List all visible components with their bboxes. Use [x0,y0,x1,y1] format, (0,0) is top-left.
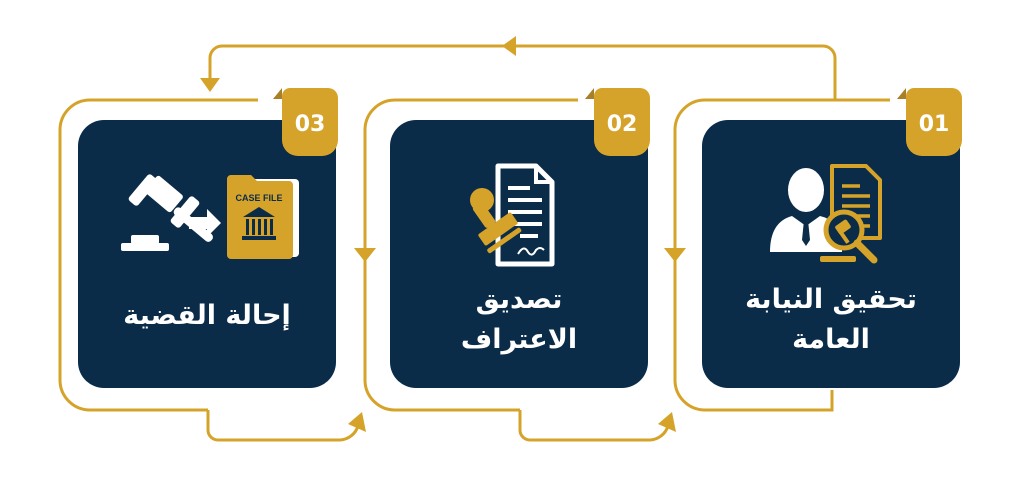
step-title-line: العامة [792,324,870,355]
case-file-label: CASE FILE [235,193,282,203]
step-title-line: إحالة القضية [123,300,291,331]
step-number-badge: 03 [273,88,338,156]
step-title: إحالة القضية [88,296,326,336]
step-title: تصديق الاعتراف [400,280,638,360]
gavel-to-case-file-icon: CASE FILE [78,160,336,270]
prosecutor-investigation-icon [702,160,960,270]
step-number-badge: 02 [585,88,650,156]
step-card-1: 01 [702,88,962,388]
step-card-3: 03 CASE FILE [78,88,338,388]
step-card-2: 02 تصديق الاعتراف [390,88,650,388]
step-number-badge: 01 [897,88,962,156]
stamped-document-icon [390,160,648,270]
step-title-line: الاعتراف [460,324,578,355]
step-title: تحقيق النيابة العامة [712,280,950,360]
step-title-line: تحقيق النيابة [745,284,917,315]
step-title-line: تصديق [475,284,563,315]
